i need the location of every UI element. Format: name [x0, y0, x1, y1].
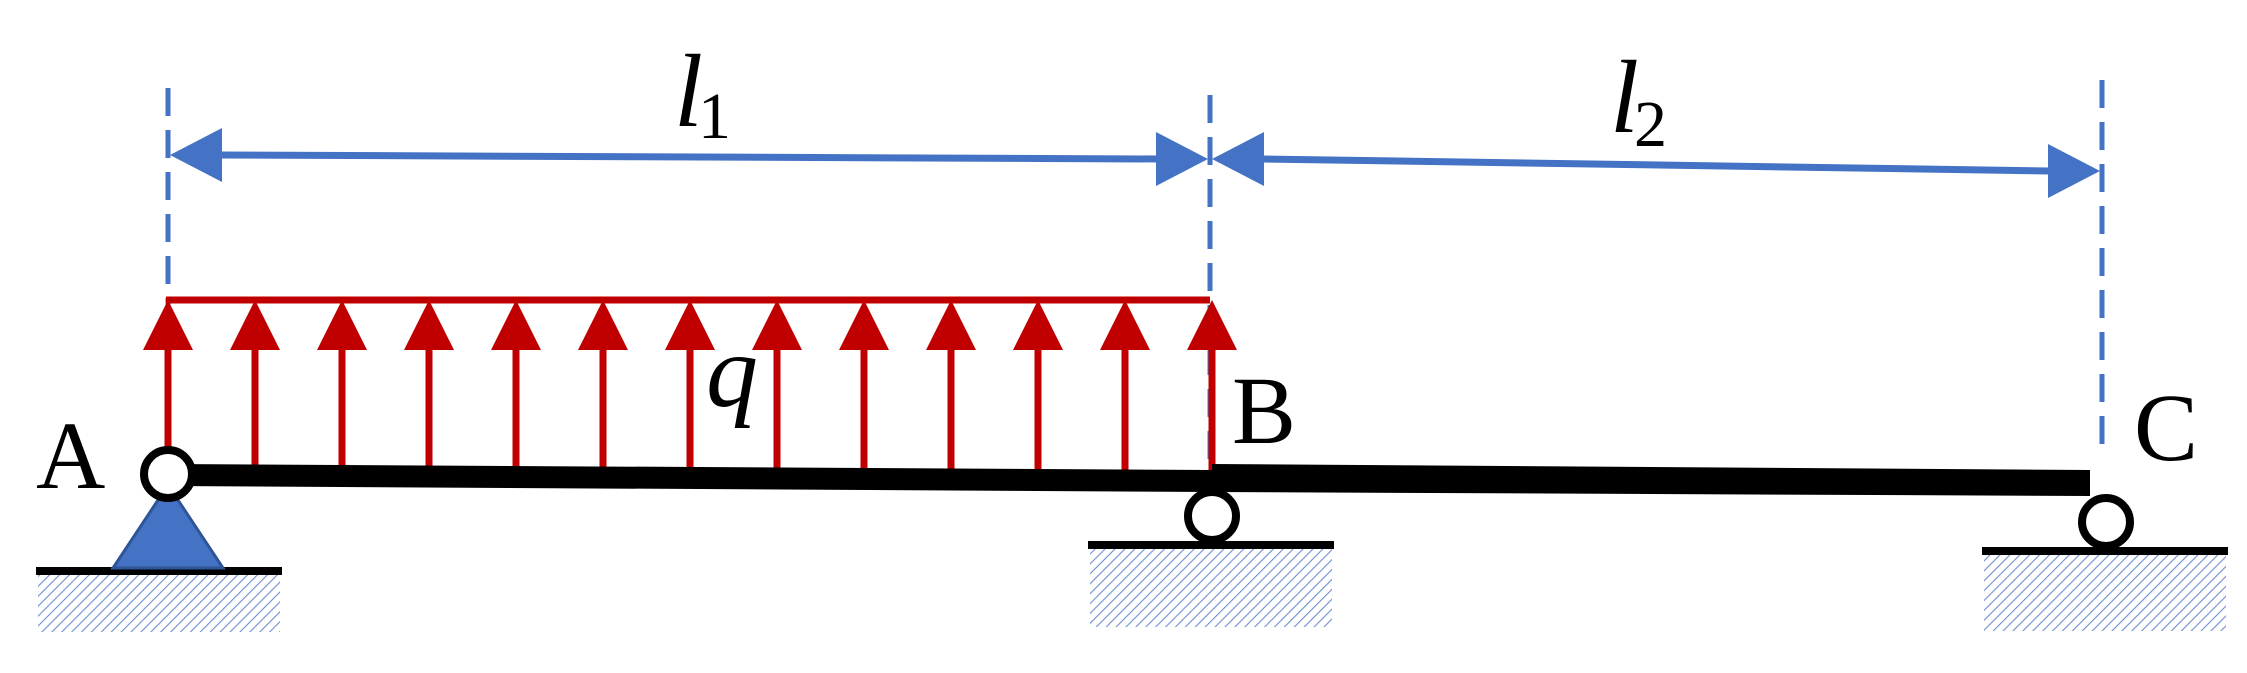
- label-a: A: [36, 402, 105, 509]
- roller-c: [2078, 494, 2134, 550]
- label-l1: l 1: [674, 34, 731, 153]
- dimension-l2: [1212, 132, 2100, 198]
- load-arrow: [317, 300, 367, 471]
- label-c: C: [2134, 374, 2198, 481]
- load-arrow: [665, 300, 715, 472]
- label-l1-sub: 1: [698, 80, 731, 153]
- roller-b: [1184, 488, 1240, 544]
- beam-bc: [1212, 464, 2090, 496]
- load-arrow: [839, 300, 889, 473]
- distributed-load: [143, 296, 1237, 478]
- load-arrow: [1187, 300, 1237, 474]
- label-b: B: [1232, 357, 1296, 464]
- ground-c: [1982, 547, 2228, 631]
- load-arrow: [230, 300, 280, 471]
- ground-a: [36, 567, 282, 632]
- pin-support-a: [110, 482, 226, 570]
- label-q: q: [706, 314, 758, 429]
- dimension-l1: [170, 128, 1208, 186]
- label-l1-letter: l: [674, 34, 703, 149]
- load-arrow: [404, 300, 454, 471]
- beam-ab: [168, 464, 1212, 492]
- load-arrow: [578, 300, 628, 472]
- load-arrow: [143, 300, 193, 470]
- label-l2: l 2: [1610, 40, 1667, 161]
- load-arrow: [752, 300, 802, 473]
- label-l2-sub: 2: [1634, 88, 1667, 161]
- load-arrow: [926, 300, 976, 473]
- hinge-a: [140, 446, 196, 502]
- load-arrow: [1013, 300, 1063, 474]
- load-arrow: [1100, 300, 1150, 474]
- load-arrow: [491, 300, 541, 472]
- label-l2-letter: l: [1610, 40, 1639, 155]
- ground-b: [1088, 541, 1334, 627]
